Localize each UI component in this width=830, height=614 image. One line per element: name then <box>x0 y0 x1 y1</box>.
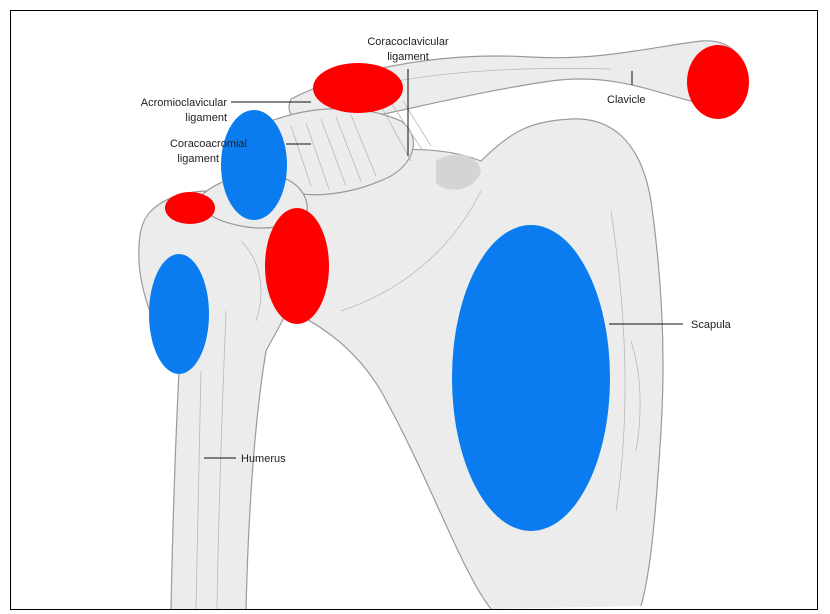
label-acromioclavicular-line2: ligament <box>185 112 227 124</box>
diagram-frame: Coracoclavicular ligament Acromioclavicu… <box>10 10 818 610</box>
shoulder-anatomy-diagram: Coracoclavicular ligament Acromioclavicu… <box>11 11 818 610</box>
label-scapula: Scapula <box>691 319 732 331</box>
blue-marker-scapula <box>452 225 610 531</box>
blue-marker-humeral-head <box>149 254 209 374</box>
label-coracoclavicular-line2: ligament <box>387 51 429 63</box>
label-coracoclavicular-line1: Coracoclavicular <box>367 36 449 48</box>
label-coracoacromial-line1: Coracoacromial <box>170 138 247 150</box>
red-marker-clavicle-end <box>687 45 749 119</box>
red-marker-acromion <box>165 192 215 224</box>
label-clavicle: Clavicle <box>607 94 646 106</box>
red-marker-coracoid <box>265 208 329 324</box>
blue-marker-coracoacromial <box>221 110 287 220</box>
label-coracoacromial-line2: ligament <box>177 153 219 165</box>
label-humerus: Humerus <box>241 453 286 465</box>
label-acromioclavicular-line1: Acromioclavicular <box>141 97 228 109</box>
red-marker-coracoclavicular <box>313 63 403 113</box>
